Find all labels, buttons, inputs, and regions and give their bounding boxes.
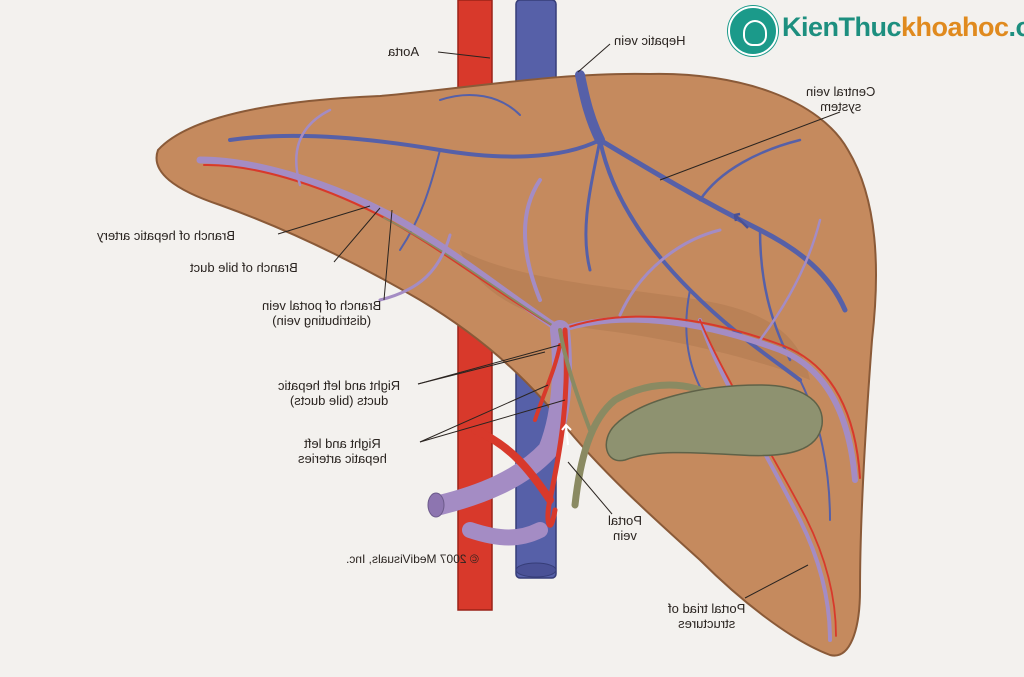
- copyright-notice: © 2007 MediVisuals, Inc.: [346, 552, 479, 566]
- flow-arrow-portal: [561, 423, 572, 446]
- portal-branch-network: [196, 108, 861, 642]
- common-bile-duct: [571, 381, 724, 509]
- label-portal-vein: Portal vein: [608, 513, 642, 543]
- label-aorta: Aorta: [388, 44, 420, 59]
- gallbladder: [605, 384, 823, 462]
- label-branch-bile-duct: Branch of bile duct: [190, 260, 298, 275]
- logo-text: KienThuckhoahoc.org: [782, 12, 1024, 42]
- label-portal-triad: Portal triad of structures: [668, 601, 746, 631]
- liver-shape: [155, 72, 877, 657]
- liver-lobe-shade: [460, 250, 810, 380]
- label-branch-portal-vein: Branch of portal vein (distributing vein…: [262, 298, 382, 328]
- portal-vein-trunk: [430, 320, 572, 515]
- flow-arrow-central: [733, 212, 749, 229]
- leader-lines: [277, 43, 841, 599]
- label-branch-hepatic-artery: Branch of hepatic artery: [97, 228, 236, 243]
- label-hepatic-arteries: Right and left hepatic arteries: [298, 436, 387, 466]
- label-central-vein: Central vein system: [806, 84, 876, 114]
- vena-cava-opening: [515, 562, 557, 578]
- portal-vein-opening: [427, 492, 445, 518]
- hepatic-duct: [558, 328, 592, 432]
- label-hepatic-vein: Hepatic vein: [614, 33, 686, 48]
- site-logo[interactable]: KienThuckhoahoc.org: [724, 4, 1024, 58]
- label-hepatic-ducts: Right and left hepatic ducts (bile ducts…: [278, 378, 401, 408]
- brain-icon: [728, 6, 778, 56]
- portal-vein-branch-lower: [462, 522, 548, 546]
